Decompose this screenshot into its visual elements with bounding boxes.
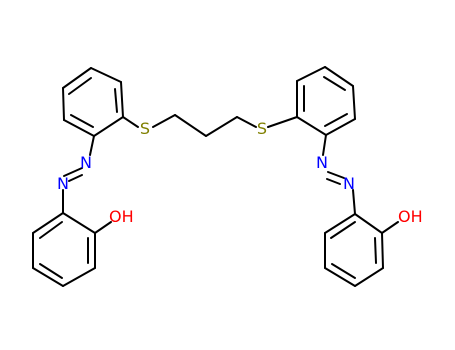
ring-lower-right xyxy=(324,213,384,287)
propyl-linker xyxy=(122,114,298,137)
sulfur-label-left: S xyxy=(140,119,150,138)
nitrogen-label-right-upper: N xyxy=(316,153,328,172)
azo-bridge-right xyxy=(322,134,356,215)
hydroxyl-label-right: OH xyxy=(398,207,423,226)
ring-lower-left xyxy=(32,212,96,287)
hydroxyl-label-left: OH xyxy=(109,207,134,226)
sulfur-label-right: S xyxy=(257,119,267,138)
hydroxyl-bond-left xyxy=(94,221,112,234)
nitrogen-label-left-upper: N xyxy=(80,153,92,172)
hydroxyl-bond-right xyxy=(381,221,399,234)
nitrogen-label-right-lower: N xyxy=(343,174,355,193)
azo-bridge-left xyxy=(62,135,95,214)
ring-upper-right xyxy=(296,66,356,136)
ring-upper-left xyxy=(62,67,124,137)
nitrogen-label-left-lower: N xyxy=(57,174,69,193)
